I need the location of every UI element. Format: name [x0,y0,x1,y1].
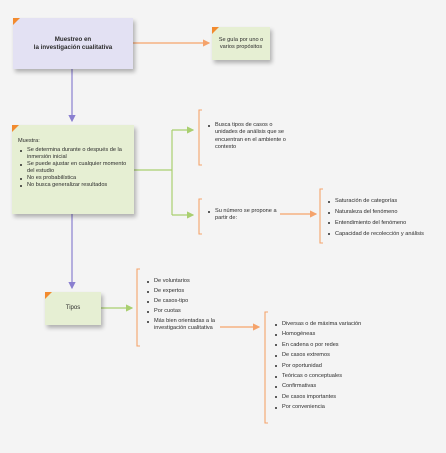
list-item: De voluntarios [147,278,265,285]
corner-tab-icon [12,125,19,132]
numero-text: Su número se propone a partir de: [206,208,316,223]
muestra-title: Muestra: [18,138,40,144]
list-item: Homogéneas [275,331,443,338]
list-item: De casos importantes [275,394,443,401]
list-item: Confirmativas [275,383,443,390]
list-item: De expertos [147,288,265,295]
saturacion-list: Saturación de categorías Naturaleza del … [326,198,444,242]
list-item: Saturación de categorías [328,198,444,205]
list-item: Teóricas o conceptuales [275,373,443,380]
list-item: De casos extremos [275,352,443,359]
list-item: No es probabilística [20,175,130,182]
list-item: Su número se propone a partir de: [208,208,281,223]
list-item: Naturaleza del fenómeno [328,209,444,216]
tipos-list: De voluntarios De expertos De casos-tipo… [145,278,265,335]
list-item: Por conveniencia [275,404,443,411]
list-item: Entendimiento del fenómeno [328,220,444,227]
muestra-list: Se determina durante o después de la inm… [18,147,130,189]
corner-tab-icon [13,18,20,25]
list-item: Más bien orientadas a la investigación c… [147,318,220,333]
main-title-line2: la investigación cualitativa [33,43,113,51]
tipos-box: Tipos [45,292,101,325]
main-title-line1: Muestreo en [54,36,92,43]
list-item: No busca generalizar resultados [20,182,130,189]
list-item: Se puede ajustar en cualquier momento de… [20,161,130,175]
corner-tab-icon [45,292,52,299]
guide-line2: varios propósitos [219,43,263,50]
tipos-label: Tipos [65,304,81,311]
busca-text: Busca tipos de casos o unidades de análi… [206,122,316,152]
brace-numero [198,198,202,235]
guide-box: Se guía por uno o varios propósitos [212,27,270,60]
muestra-box: Muestra: Se determina durante o después … [12,125,134,214]
branch-muestra [134,126,195,219]
main-box: Muestreo en la investigación cualitativa [13,18,133,69]
brace-saturacion [319,188,323,244]
guide-line1: Se guía por uno o [218,36,264,43]
brace-tipos [136,268,140,347]
brace-diversas [264,311,268,424]
diversas-list: Diversas o de máxima variación Homogénea… [273,321,443,415]
list-item: Busca tipos de casos o unidades de análi… [208,122,293,152]
list-item: En cadena o por redes [275,342,443,349]
list-item: De casos-tipo [147,298,265,305]
corner-tab-icon [212,27,219,34]
brace-busca [198,109,202,166]
list-item: Por cuotas [147,308,265,315]
list-item: Se determina durante o después de la inm… [20,147,130,161]
list-item: Por oportunidad [275,363,443,370]
list-item: Capacidad de recolección y análisis [328,231,444,238]
list-item: Diversas o de máxima variación [275,321,443,328]
